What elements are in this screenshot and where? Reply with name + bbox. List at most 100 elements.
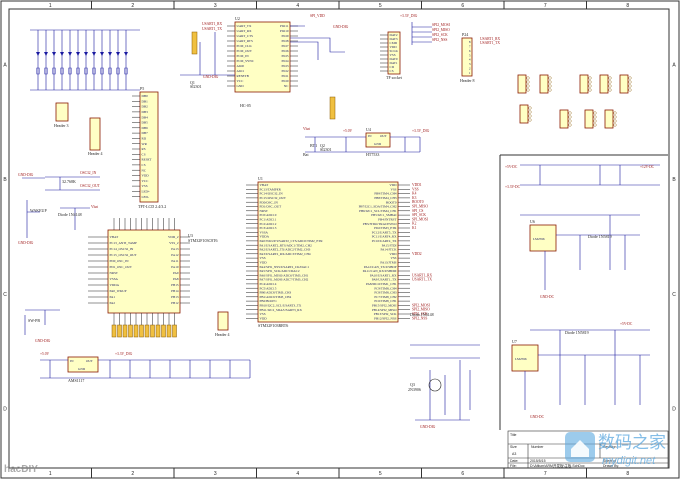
net-v5-bottom: +5.0V	[40, 352, 50, 356]
zone-column-label: 7	[544, 471, 547, 477]
u4-designator: U4	[366, 127, 371, 132]
net-gnd-top: GND-DIG	[333, 25, 349, 29]
mcu-right-pin-label: PA15/JTDI	[382, 243, 397, 247]
qfp-left-pin-label: PC14_OSC32_IN	[110, 247, 134, 251]
mcu-net-label: SPI2_MOSI	[412, 303, 431, 307]
zone-column-label: 6	[461, 3, 464, 9]
mcu-right-pin-label: VDD	[389, 252, 397, 256]
hc05-left-pin-label: AIO1	[237, 69, 245, 73]
net-vbat-2: Vbat	[91, 205, 98, 209]
drawn-label: Drawn By:	[603, 464, 619, 468]
mcu-net-label: USART1_RX	[412, 273, 433, 277]
net-v33-ldo: +3.3V_DIG	[412, 129, 430, 133]
qfp-header-pin	[150, 324, 155, 338]
zone-row-label: A	[672, 62, 676, 68]
qfp-right-pin-label: PA13	[171, 247, 179, 251]
mcu-left-pin-label: PC1/ADC11	[260, 218, 277, 222]
qfp-right-pin-label: PB12	[171, 301, 179, 305]
q1-type: SI2301	[190, 84, 202, 89]
net-spi2-miso: SPI2_MISO	[432, 28, 450, 32]
net-spi2-mosi: SPI2_MOSI	[432, 23, 451, 27]
resistor-icon	[76, 67, 80, 75]
small-header	[604, 109, 614, 129]
mcu-net-label: VDD2	[412, 252, 422, 256]
zone-row-label: A	[3, 62, 7, 68]
zone-row-label: D	[672, 407, 676, 413]
mcu-left-pin-label: PA1/USART2_RTS/ADC1/TIM2_CH2	[260, 243, 313, 247]
zone-column-label: 4	[296, 471, 299, 477]
qfp-part: STM32F103C8T6	[188, 238, 218, 243]
qfp-header-pin	[122, 324, 128, 338]
tf-pin-label: CMD	[390, 41, 398, 45]
resistor-icon	[124, 67, 128, 75]
zone-column-label: 2	[131, 3, 134, 9]
hc05-part: HC-05	[240, 103, 251, 108]
tft-pin-label: DB1	[142, 99, 149, 103]
tft-pin-label: DB0	[142, 94, 149, 98]
net-osc32-in: OSC32_IN	[80, 171, 97, 175]
tft-pin-label: RESET	[142, 158, 152, 162]
hc05-right-pin-label: PIO6	[282, 49, 289, 53]
mcu-right-pin-label: PC7/TIM8_CH2	[374, 295, 397, 299]
net-spi2-nss: SPI2_NSS	[432, 38, 447, 42]
resistor-icon	[68, 67, 72, 75]
resistor-icon	[36, 67, 40, 75]
mcu-net-label: VSS	[412, 187, 419, 191]
zone-column-label: 1	[49, 471, 52, 477]
tf-socket	[387, 31, 401, 75]
hc05-module	[234, 21, 291, 93]
small-headers	[517, 74, 632, 129]
qfp-left-pin-label: NRST	[110, 271, 118, 275]
mcu-left-pin-label: NRST	[260, 209, 268, 213]
zone-column-label: 7	[544, 3, 547, 9]
hc05-right-pin-label: NC	[284, 84, 289, 88]
net-v12-dc: +12V-DC	[640, 165, 655, 169]
q3-symbol	[428, 378, 442, 392]
header-p2	[55, 102, 69, 122]
mcu-net-label: SPI_CS	[412, 209, 423, 213]
hc05-left-pin-label: UART_RX	[237, 29, 253, 33]
tf-pin-label: DAT2	[390, 33, 398, 37]
led-array	[30, 29, 140, 91]
small-header	[519, 104, 529, 124]
net-gnd-hc: GND-DIG	[203, 75, 219, 79]
tf-pin-label: VSS	[390, 53, 396, 57]
tft-pin-label: LED-	[142, 195, 150, 199]
zone-column-label: 5	[379, 471, 382, 477]
d-schottky-1: Diode 1N5819	[588, 234, 612, 239]
mcu-right-pin-label: PB13/SPI2_SCK	[374, 312, 397, 316]
mcu-right-pin-label: BOOT0	[386, 200, 397, 204]
mcu-right-pin-label: PA13/JTMS	[380, 261, 396, 265]
led-icon	[92, 52, 96, 56]
bat-label: Bat	[303, 152, 309, 157]
ldo-u5	[67, 356, 99, 373]
tft-part: TFT-LCD 2.4/3.2	[138, 204, 166, 209]
header8-pin-label: 5	[469, 53, 471, 57]
mcu-right-pin-label: PC11/UART4_RX	[372, 235, 397, 239]
mcu-right-pin-label: PB9/TIM4_CH4	[374, 192, 397, 196]
tft-pin-label: DB6	[142, 126, 149, 130]
qfp-right-pin-label: PA11	[171, 259, 178, 263]
hc05-left-pin-label: RESETB	[237, 74, 250, 78]
hc05-right-pin-label: PIO1	[282, 74, 289, 78]
tft-pin-label: VSS	[142, 184, 148, 188]
revision-label: Revision	[603, 445, 616, 449]
header-p2-label: Header 3	[54, 123, 69, 128]
tf-pin-label: DAT1	[390, 61, 398, 65]
watermark-site: mydigit.net	[602, 455, 656, 467]
size-value: A3	[512, 452, 516, 456]
qfp-header-pin	[155, 324, 161, 338]
tf-pin-label: CD	[390, 65, 395, 69]
tft-pin-label: RD	[142, 137, 147, 141]
u5-type: AMS1117	[68, 378, 84, 383]
qfp-header-pin	[166, 324, 172, 338]
zone-column-label: 1	[49, 3, 52, 9]
qfp-header-pin	[133, 324, 139, 338]
zone-column-label: 3	[214, 471, 217, 477]
mcu-left-pin-label: VDDA	[260, 235, 270, 239]
mcu-net-label: SPI_SCK	[412, 213, 426, 217]
resistor-icon	[44, 67, 48, 75]
tft-pin-label: CS	[142, 152, 146, 156]
